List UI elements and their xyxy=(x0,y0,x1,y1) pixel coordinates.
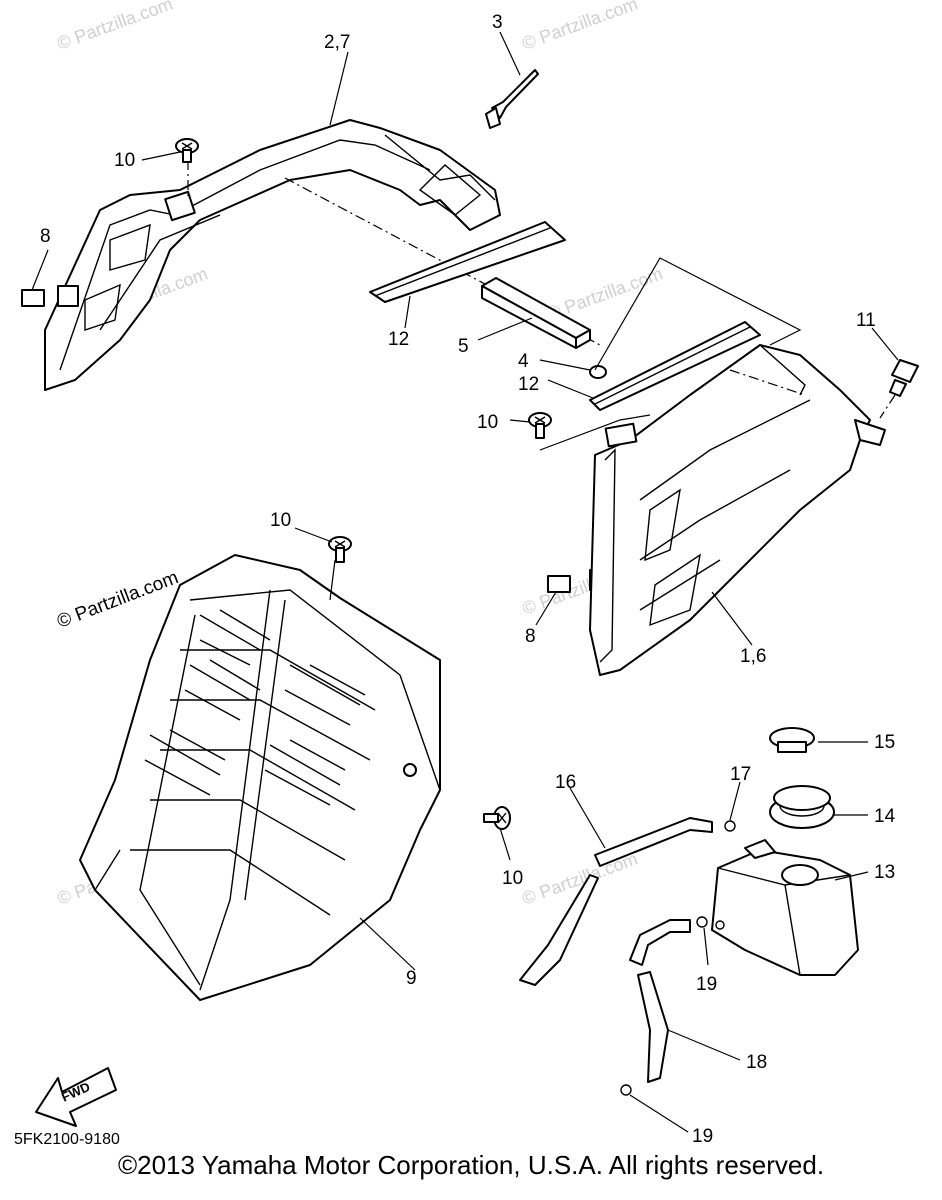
watermark-main: © Partzilla.com xyxy=(54,567,181,632)
label-4: 4 xyxy=(518,351,529,372)
hose xyxy=(519,817,713,986)
hose-clamp xyxy=(620,820,736,1096)
label-17: 17 xyxy=(730,764,751,785)
tank-cap xyxy=(769,727,815,753)
bolt xyxy=(889,359,919,397)
label-1-6: 1,6 xyxy=(740,646,766,667)
reservoir-tank xyxy=(711,839,859,976)
label-10: 10 xyxy=(477,412,498,433)
label-11: 11 xyxy=(856,310,876,331)
watermark: © Partzilla.com xyxy=(55,0,176,54)
label-19: 19 xyxy=(692,1126,713,1147)
label-14: 14 xyxy=(874,806,896,827)
label-2-7: 2,7 xyxy=(324,32,350,53)
label-12: 12 xyxy=(518,374,539,395)
right-side-cover xyxy=(589,344,886,676)
bar-block xyxy=(481,277,591,349)
label-8: 8 xyxy=(40,226,51,247)
label-5: 5 xyxy=(458,336,469,357)
filler-neck xyxy=(769,785,835,829)
label-15: 15 xyxy=(874,732,895,753)
seal-strip xyxy=(369,221,761,411)
screw xyxy=(528,412,552,439)
left-side-cover xyxy=(44,119,501,391)
label-8: 8 xyxy=(525,626,536,647)
radiator-grille xyxy=(79,554,441,1001)
forward-arrow-icon: FWD xyxy=(35,1067,117,1127)
screw xyxy=(328,536,352,563)
label-16: 16 xyxy=(555,772,576,793)
screw xyxy=(483,806,511,830)
label-19: 19 xyxy=(696,974,717,995)
screw xyxy=(175,138,199,163)
hose xyxy=(629,919,691,1083)
label-18: 18 xyxy=(746,1052,767,1073)
label-10: 10 xyxy=(502,868,523,889)
label-13: 13 xyxy=(874,862,895,883)
label-10: 10 xyxy=(114,150,135,171)
leader-lines xyxy=(31,31,899,1133)
grille-mesh xyxy=(144,609,366,806)
label-3: 3 xyxy=(492,12,503,33)
rivet-pin xyxy=(485,69,539,129)
diagram-code: 5FK2100-9180 xyxy=(14,1131,120,1148)
grommet xyxy=(589,365,607,379)
copyright-notice: ©2013 Yamaha Motor Corporation, U.S.A. A… xyxy=(117,1150,825,1180)
label-9: 9 xyxy=(406,968,417,989)
watermark: © Partzilla.com xyxy=(520,0,641,54)
label-12: 12 xyxy=(388,329,409,350)
label-10: 10 xyxy=(270,510,291,531)
